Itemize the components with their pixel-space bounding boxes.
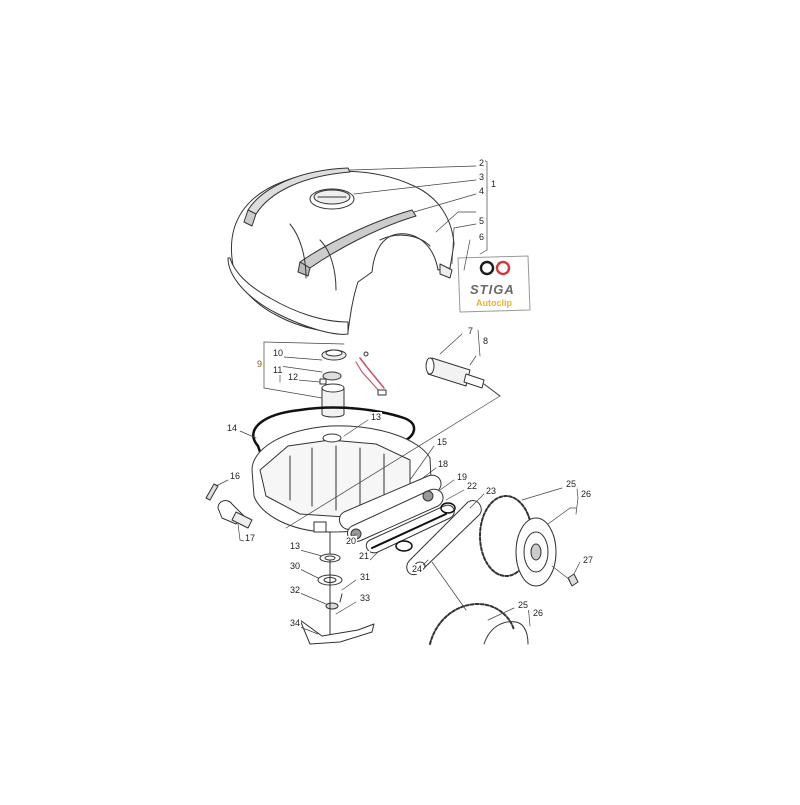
callout-12: 12 (287, 372, 300, 382)
callout-21: 21 (358, 551, 371, 561)
blade-stack (299, 553, 375, 645)
callout-19: 19 (456, 472, 469, 482)
callout-25: 25 (517, 600, 530, 610)
stiga-autoclip-logo: STIGA Autoclip (462, 258, 532, 312)
callout-23: 23 (485, 486, 498, 496)
callout-14: 14 (226, 423, 239, 433)
height-adjuster (319, 349, 347, 418)
callout-7: 7 (467, 326, 475, 336)
callout-2: 2 (478, 158, 486, 168)
callout-30: 30 (289, 561, 302, 571)
callout-13: 13 (370, 412, 383, 422)
callout-10: 10 (272, 348, 285, 358)
callout-32: 32 (289, 585, 302, 595)
callout-22: 22 (466, 481, 479, 491)
callout-16: 16 (229, 471, 242, 481)
callout-15: 15 (436, 437, 449, 447)
logo-product: Autoclip (476, 298, 512, 308)
callout-26: 26 (580, 489, 593, 499)
callout-3: 3 (478, 172, 486, 182)
logo-brand: STIGA (470, 282, 515, 297)
callout-24: 24 (411, 564, 424, 574)
callout-17: 17 (244, 533, 257, 543)
callout-5: 5 (478, 216, 486, 226)
callout-11: 11 (272, 365, 284, 375)
callout-9: 9 (256, 359, 264, 369)
callout-13: 13 (289, 541, 302, 551)
callout-20: 20 (345, 536, 358, 546)
callout-33: 33 (359, 593, 372, 603)
callout-1: 1 (490, 179, 498, 189)
callout-26: 26 (532, 608, 545, 618)
callout-27: 27 (582, 555, 595, 565)
callout-4: 4 (478, 186, 486, 196)
callout-8: 8 (482, 336, 490, 346)
callout-25: 25 (565, 479, 578, 489)
wheel (479, 495, 579, 587)
callout-31: 31 (359, 572, 372, 582)
callout-6: 6 (478, 232, 486, 242)
callout-18: 18 (437, 459, 450, 469)
top-cover (227, 167, 455, 335)
blade-motor (425, 357, 501, 397)
callout-34: 34 (289, 618, 302, 628)
